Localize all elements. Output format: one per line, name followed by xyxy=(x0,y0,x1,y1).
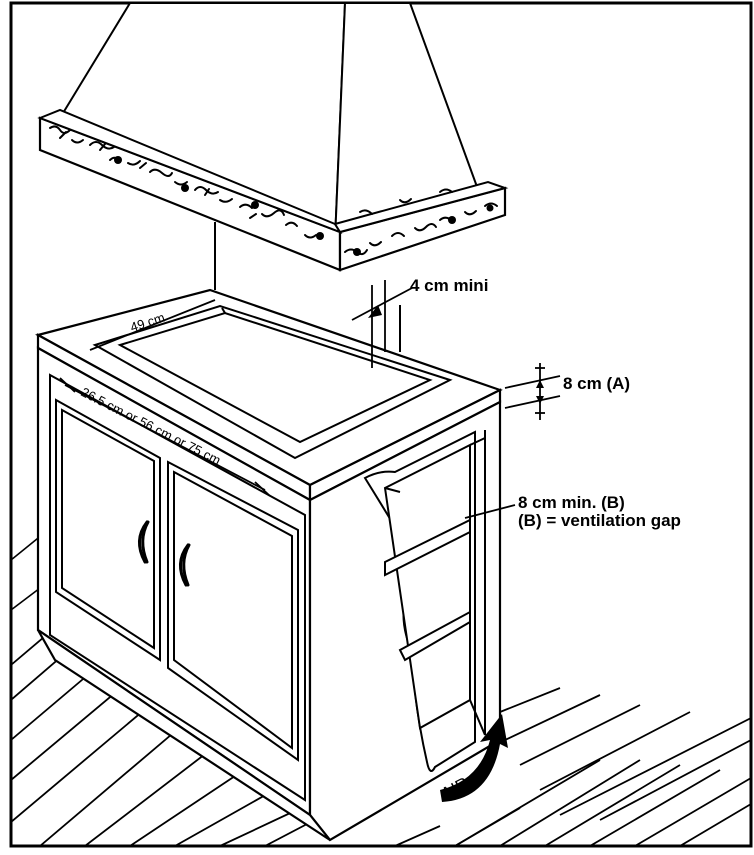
dimension-arrowheads xyxy=(368,305,544,404)
air-arrow xyxy=(440,714,508,802)
dimension-lines xyxy=(59,280,561,519)
hob xyxy=(92,304,453,460)
label-8cm-a: 8 cm (A) xyxy=(563,374,630,393)
label-ventilation-gap: (B) = ventilation gap xyxy=(518,511,681,530)
door-handles xyxy=(138,520,191,587)
vent-panel xyxy=(469,402,501,740)
cabinet-front-panel xyxy=(49,373,306,802)
hood-trim-texture xyxy=(49,125,498,256)
label-8cm-min-b: 8 cm min. (B) xyxy=(518,493,625,512)
hood-trim-dots xyxy=(114,156,494,256)
cutaway-interior xyxy=(363,430,476,772)
cooker-hood xyxy=(37,3,509,272)
label-4cm-mini: 4 cm mini xyxy=(410,276,488,295)
